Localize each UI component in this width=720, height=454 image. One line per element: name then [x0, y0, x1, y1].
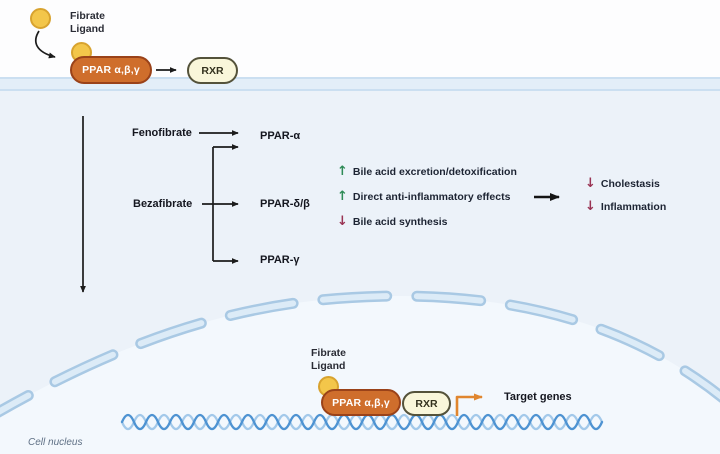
- fibrate-ligand-label: Fibrate Ligand: [70, 10, 106, 35]
- effect-row-bile-acid-excretion: ↑ Bile acid excretion/detoxification: [337, 164, 517, 179]
- ppar-receptor-pill: PPAR α,β,γ: [70, 56, 152, 84]
- cell-nucleus-caption: Cell nucleus: [28, 437, 83, 448]
- outcome-row-inflammation: ↓ Inflammation: [585, 199, 667, 214]
- target-genes-label: Target genes: [504, 391, 572, 403]
- fibrate-ligand-circle: [30, 8, 51, 29]
- nuclear-ppar-receptor-pill: PPAR α,β,γ: [321, 389, 401, 416]
- outcome-row-cholestasis: ↓ Cholestasis: [585, 176, 660, 191]
- up-arrow-icon: ↑: [337, 164, 348, 179]
- rxr-receptor-pill: RXR: [187, 57, 238, 84]
- cell-membrane: [0, 77, 720, 91]
- dna-helix: [120, 413, 604, 431]
- target-label-ppar-alpha: PPAR-α: [260, 130, 301, 142]
- drug-label-bezafibrate: Bezafibrate: [133, 198, 193, 210]
- down-arrow-icon: ↓: [337, 214, 348, 229]
- drug-label-fenofibrate: Fenofibrate: [132, 127, 192, 139]
- ligand-binding-curved-arrow-icon: [35, 30, 56, 59]
- down-arrow-icon: ↓: [585, 176, 596, 191]
- nuclear-envelope-dash-fill: [0, 292, 720, 415]
- target-label-ppar-delta-beta: PPAR-δ/β: [260, 198, 310, 210]
- transcription-target-genes-arrow-icon: [455, 393, 483, 416]
- effect-row-anti-inflammatory: ↑ Direct anti-inflammatory effects: [337, 189, 511, 204]
- up-arrow-icon: ↑: [337, 189, 348, 204]
- cell-nucleus-shape: [0, 290, 720, 454]
- target-label-ppar-gamma: PPAR-γ: [260, 254, 300, 266]
- effect-row-bile-acid-synthesis: ↓ Bile acid synthesis: [337, 214, 448, 229]
- nuclear-rxr-receptor-pill: RXR: [402, 391, 451, 416]
- nuclear-fibrate-ligand-label: Fibrate Ligand: [311, 347, 347, 372]
- down-arrow-icon: ↓: [585, 199, 596, 214]
